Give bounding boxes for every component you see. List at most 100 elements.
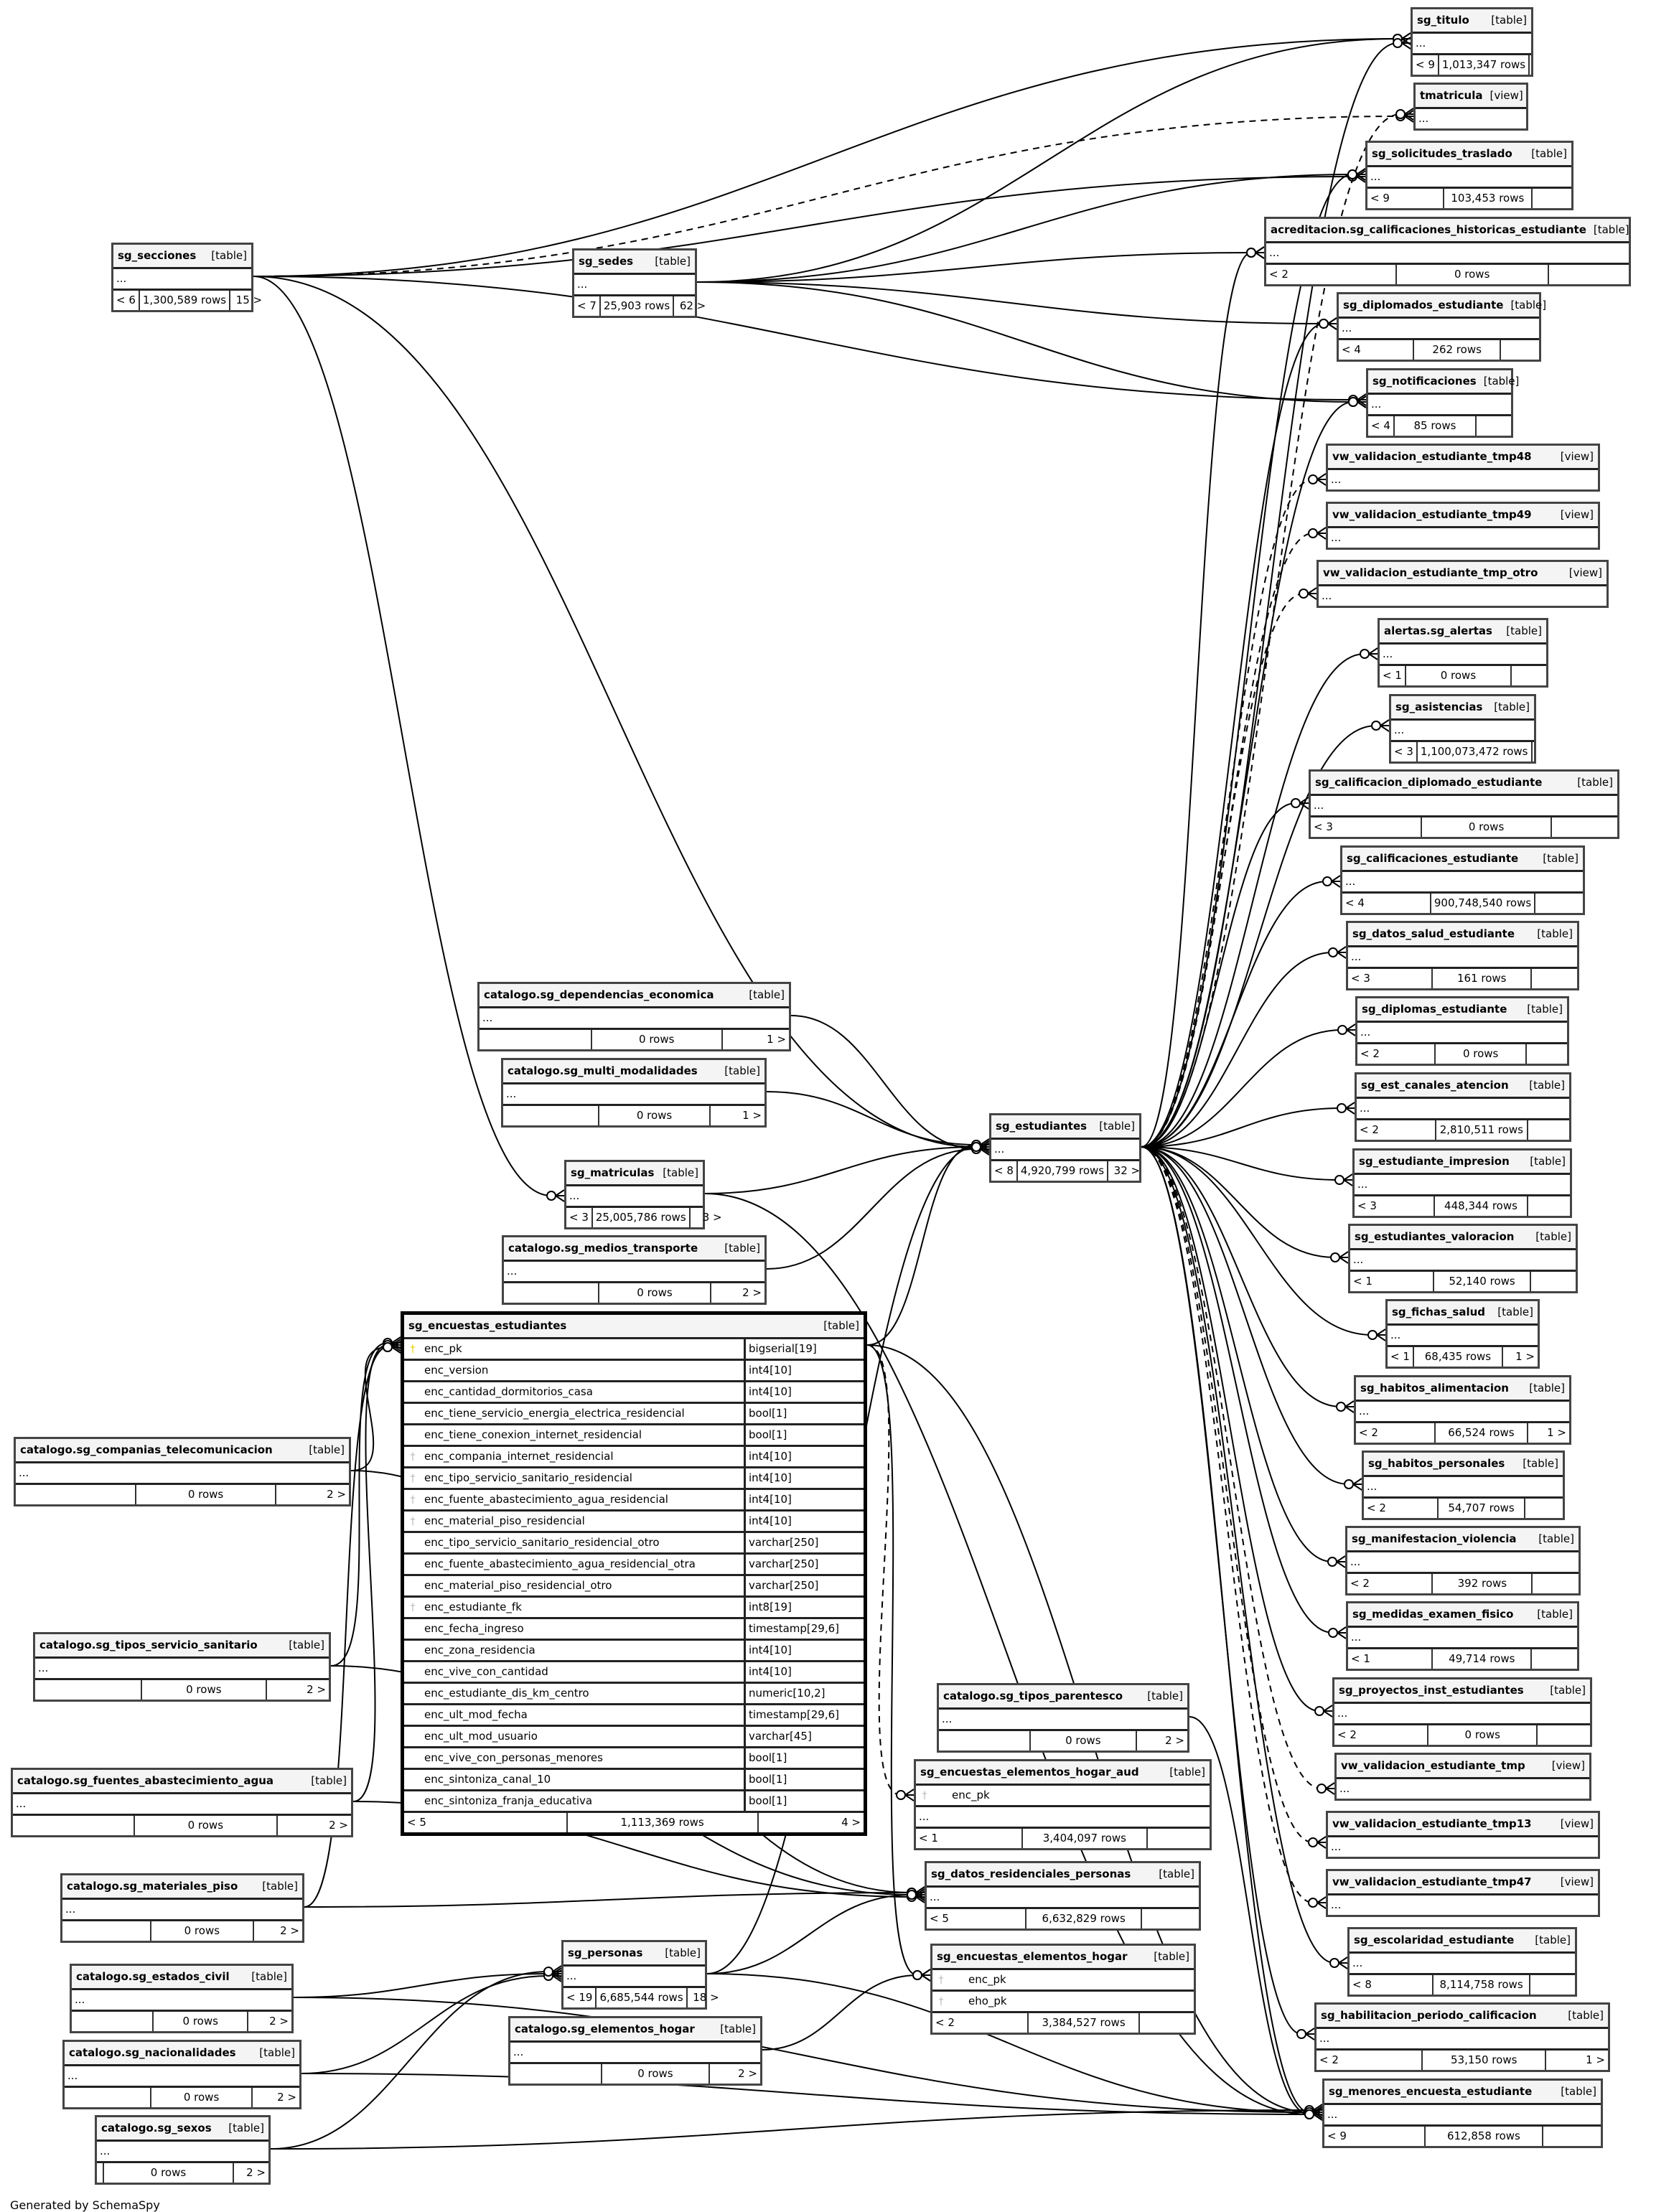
- columns-collapsed[interactable]: ...: [566, 1186, 703, 1208]
- columns-collapsed[interactable]: ...: [1331, 1840, 1342, 1853]
- children-count[interactable]: [1477, 416, 1511, 436]
- columns-collapsed[interactable]: ...: [1322, 589, 1332, 602]
- key-column-row[interactable]: †enc_pk: [916, 1786, 1210, 1807]
- children-count[interactable]: [1532, 969, 1577, 988]
- columns-collapsed[interactable]: ...: [1357, 1023, 1567, 1044]
- entity-name[interactable]: sg_sedes: [579, 255, 634, 268]
- children-count[interactable]: 2 >: [742, 1286, 762, 1299]
- column-row[interactable]: †enc_tipo_servicio_sanitario_residencial…: [404, 1468, 864, 1490]
- columns-collapsed[interactable]: ...: [1347, 1552, 1579, 1574]
- entity-catalogo-sg-fuentes-abastecimiento-agua[interactable]: catalogo.sg_fuentes_abastecimiento_agua[…: [11, 1768, 353, 1837]
- children-count[interactable]: [1527, 1044, 1567, 1064]
- entity-name[interactable]: catalogo.sg_estados_civil: [76, 1970, 230, 1983]
- columns-collapsed[interactable]: ...: [916, 1807, 1210, 1829]
- entity-name[interactable]: sg_secciones: [118, 249, 197, 262]
- children-count[interactable]: [1533, 1574, 1579, 1593]
- children-count[interactable]: [1530, 1975, 1575, 1995]
- parents-count[interactable]: [65, 2088, 152, 2107]
- entity-sg-proyectos-inst-estudiantes[interactable]: sg_proyectos_inst_estudiantes[table]...<…: [1332, 1677, 1592, 1747]
- entity-name[interactable]: sg_diplomas_estudiante: [1362, 1003, 1507, 1016]
- columns-collapsed[interactable]: ...: [1356, 1402, 1569, 1423]
- entity-name[interactable]: tmatricula: [1420, 89, 1483, 102]
- children-count[interactable]: 1 >: [1547, 1426, 1566, 1439]
- parents-count[interactable]: < 5: [927, 1909, 1026, 1929]
- columns-collapsed[interactable]: ...: [1388, 1326, 1538, 1347]
- entity-name[interactable]: catalogo.sg_sexos: [101, 2122, 212, 2134]
- children-count[interactable]: [1528, 1196, 1570, 1216]
- entity-catalogo-sg-medios-transporte[interactable]: catalogo.sg_medios_transporte[table]...0…: [502, 1235, 767, 1305]
- entity-name[interactable]: catalogo.sg_companias_telecomunicacion: [20, 1443, 273, 1456]
- columns-collapsed[interactable]: ...: [1350, 1954, 1575, 1975]
- columns-collapsed[interactable]: ...: [1316, 2029, 1608, 2051]
- columns-collapsed[interactable]: ...: [1357, 1099, 1569, 1120]
- key-column-row[interactable]: †eho_pk: [932, 1992, 1194, 2013]
- entity-vw-validacion-estudiante-tmp49[interactable]: vw_validacion_estudiante_tmp49[view]...: [1326, 502, 1600, 550]
- parents-count[interactable]: < 2: [1357, 1044, 1436, 1064]
- entity-name[interactable]: vw_validacion_estudiante_tmp48: [1332, 450, 1532, 463]
- entity-catalogo-sg-dependencias-economica[interactable]: catalogo.sg_dependencias_economica[table…: [477, 982, 791, 1051]
- parents-count[interactable]: < 2: [932, 2013, 1029, 2033]
- entity-name[interactable]: sg_diplomados_estudiante: [1343, 299, 1504, 311]
- children-count[interactable]: [1501, 340, 1539, 360]
- columns-collapsed[interactable]: ...: [1334, 1704, 1590, 1725]
- entity-name[interactable]: sg_personas: [568, 1946, 643, 1959]
- entity-name[interactable]: sg_proyectos_inst_estudiantes: [1339, 1684, 1524, 1697]
- parents-count[interactable]: < 1: [1348, 1649, 1434, 1669]
- parents-count[interactable]: [480, 1030, 592, 1049]
- children-count[interactable]: [1140, 2013, 1194, 2033]
- entity-name[interactable]: sg_estudiante_impresion: [1359, 1155, 1510, 1168]
- parents-count[interactable]: < 9: [1367, 189, 1444, 208]
- entity-sg-menores-encuesta-estudiante[interactable]: sg_menores_encuesta_estudiante[table]...…: [1322, 2079, 1603, 2148]
- children-count[interactable]: 2 >: [280, 1924, 299, 1937]
- entity-catalogo-sg-companias-telecomunicacion[interactable]: catalogo.sg_companias_telecomunicacion[t…: [14, 1437, 351, 1506]
- columns-collapsed[interactable]: ...: [510, 2043, 760, 2064]
- columns-collapsed[interactable]: ...: [1355, 1175, 1570, 1196]
- parents-count[interactable]: [504, 1283, 600, 1303]
- entity-name[interactable]: sg_datos_salud_estudiante: [1352, 927, 1515, 940]
- entity-name[interactable]: vw_validacion_estudiante_tmp_otro: [1323, 566, 1538, 579]
- columns-collapsed[interactable]: ...: [16, 1463, 349, 1485]
- columns-collapsed[interactable]: ...: [97, 2142, 268, 2163]
- columns-collapsed[interactable]: ...: [1364, 1477, 1563, 1499]
- parents-count[interactable]: < 9: [1413, 55, 1439, 75]
- columns-collapsed[interactable]: ...: [113, 269, 251, 291]
- entity-name[interactable]: sg_asistencias: [1395, 700, 1483, 713]
- parents-count[interactable]: < 3: [1348, 969, 1434, 988]
- children-count[interactable]: 2 >: [1165, 1734, 1184, 1747]
- columns-collapsed[interactable]: ...: [1331, 473, 1342, 486]
- entity-name[interactable]: sg_medidas_examen_fisico: [1352, 1608, 1514, 1621]
- columns-collapsed[interactable]: ...: [1350, 1250, 1576, 1272]
- parents-count[interactable]: [13, 1816, 136, 1835]
- columns-collapsed[interactable]: ...: [35, 1659, 329, 1680]
- columns-collapsed[interactable]: ...: [1368, 395, 1511, 416]
- children-count[interactable]: 2 >: [738, 2067, 757, 2080]
- parents-count[interactable]: < 6: [113, 291, 140, 310]
- parents-count[interactable]: < 1: [916, 1829, 1024, 1848]
- entity-name[interactable]: sg_encuestas_estudiantes: [408, 1319, 567, 1332]
- children-count[interactable]: 2 >: [246, 2166, 266, 2179]
- entity-name[interactable]: catalogo.sg_tipos_parentesco: [943, 1690, 1123, 1702]
- columns-collapsed[interactable]: ...: [1266, 243, 1629, 265]
- children-count[interactable]: [1533, 189, 1571, 208]
- entity-sg-datos-residenciales-personas[interactable]: sg_datos_residenciales_personas[table]..…: [925, 1861, 1201, 1931]
- columns-collapsed[interactable]: ...: [1348, 947, 1577, 969]
- parents-count[interactable]: [503, 1106, 599, 1125]
- children-count[interactable]: 1 >: [1586, 2053, 1605, 2066]
- columns-collapsed[interactable]: ...: [1391, 721, 1534, 742]
